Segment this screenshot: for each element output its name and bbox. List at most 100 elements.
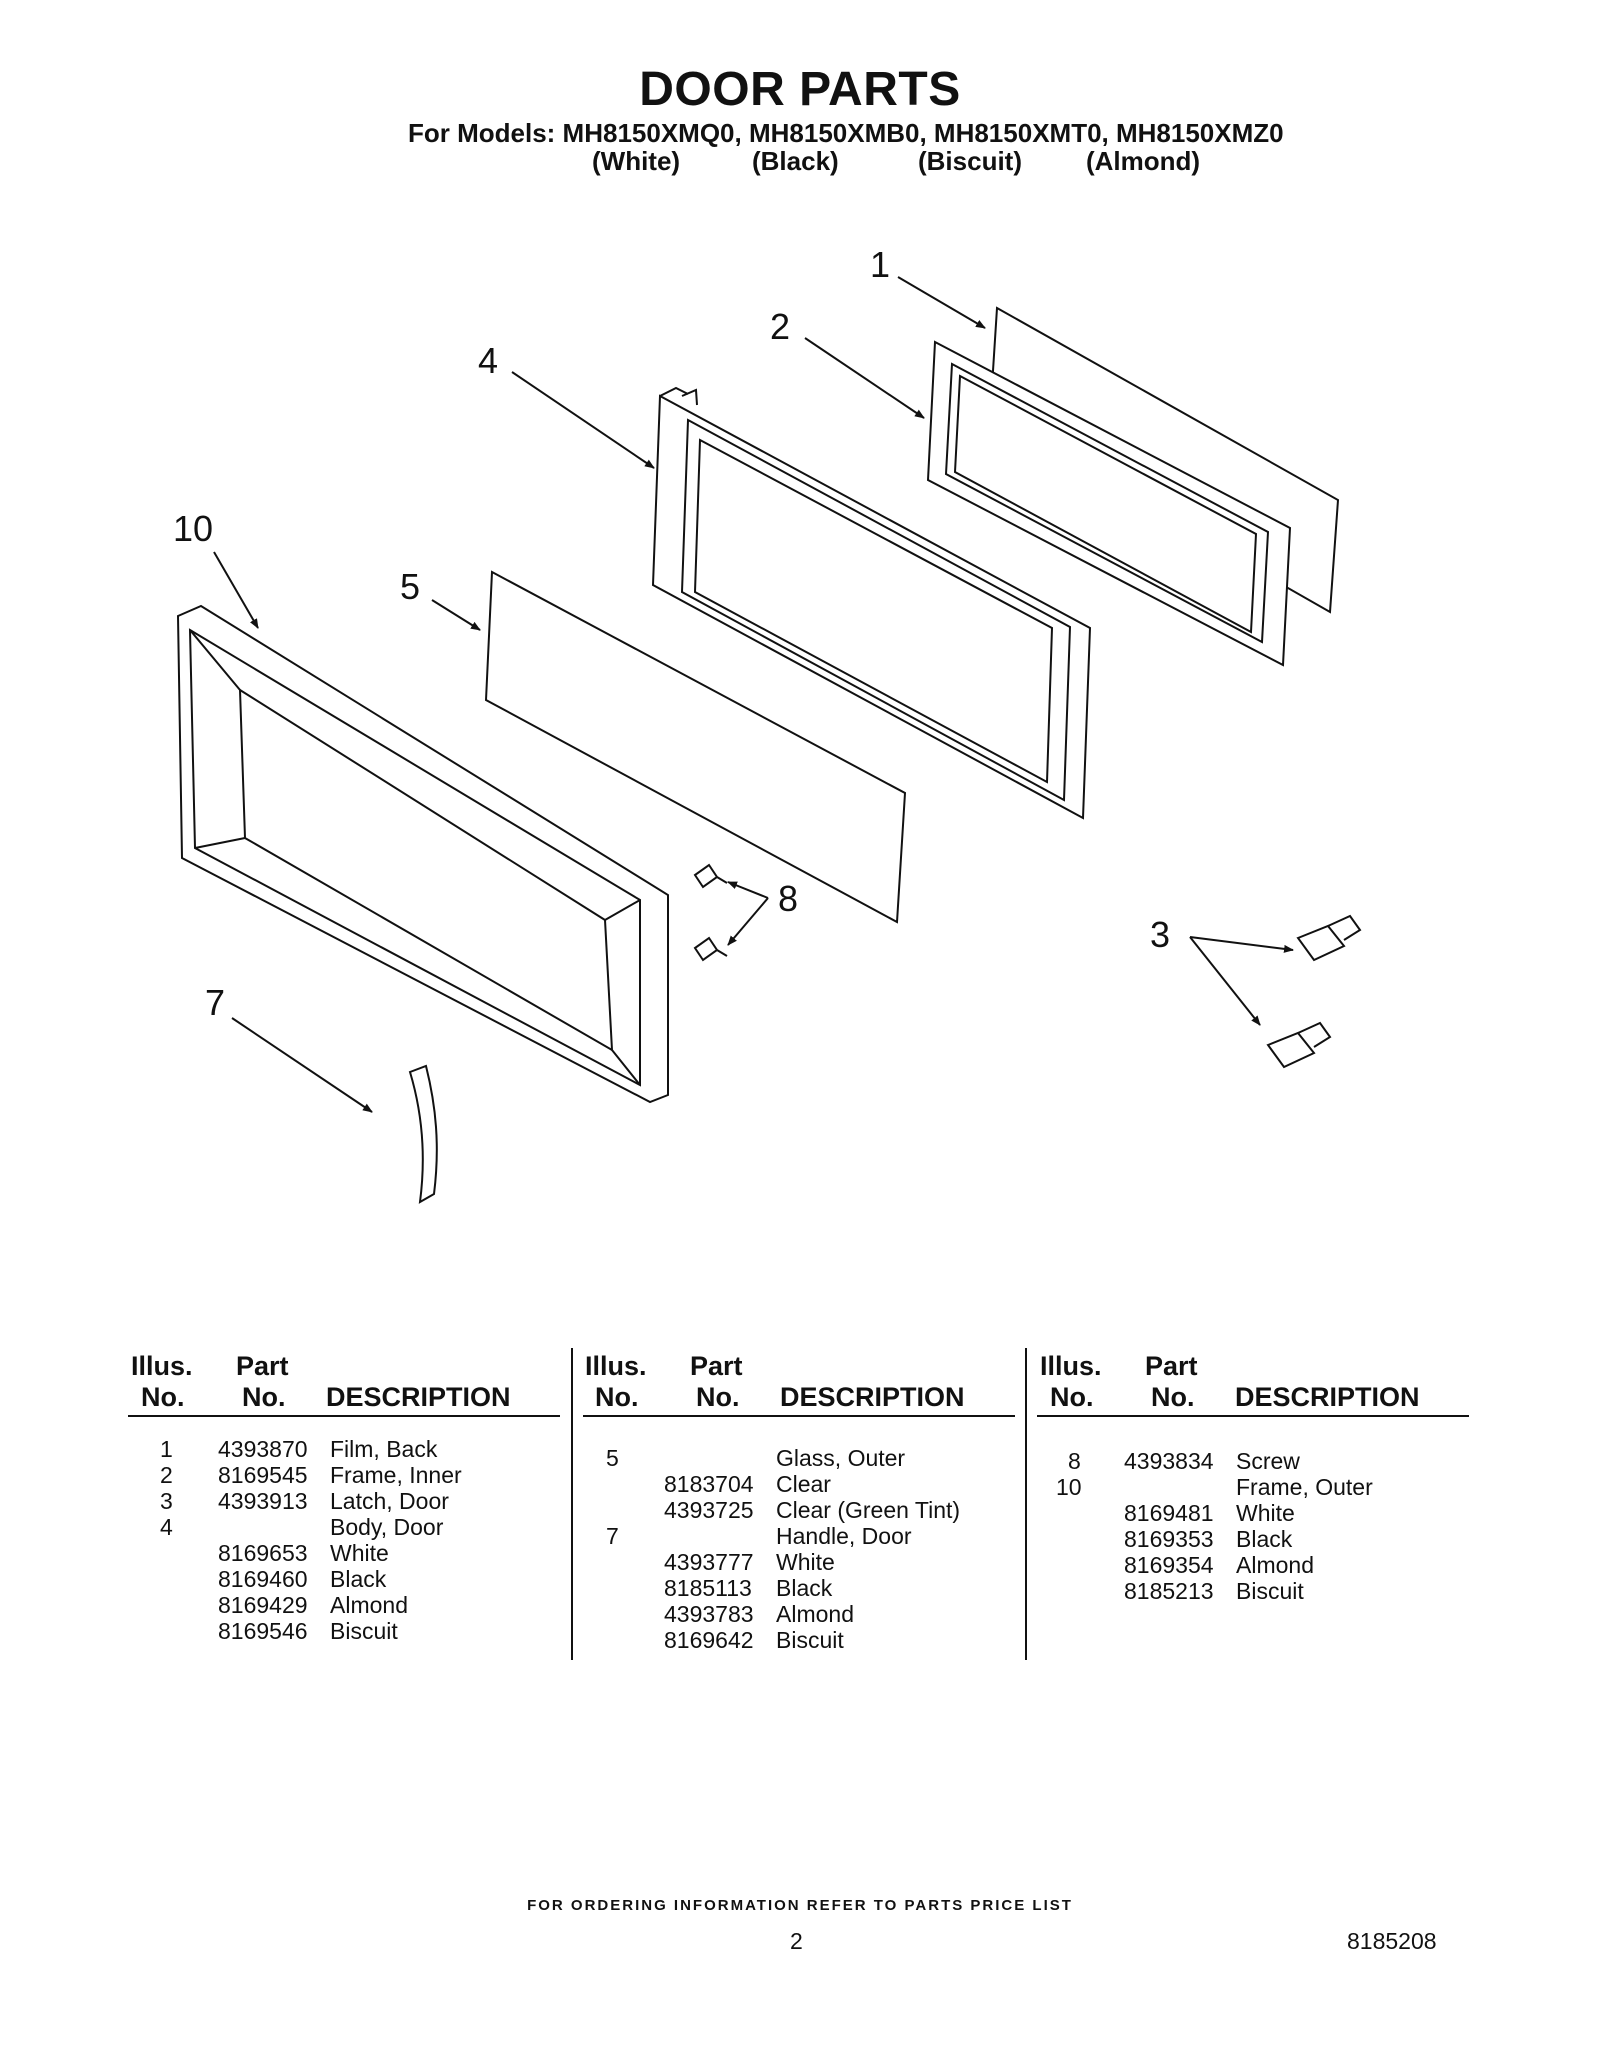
leader-line-3b — [1189, 936, 1261, 1026]
part-4-door-body — [651, 386, 1092, 820]
table-row-desc: Black — [776, 1575, 833, 1601]
column-separator-2 — [1025, 1348, 1027, 1660]
col2-part-header-line1: Part — [690, 1351, 743, 1381]
table-row-part: 8185213 — [1124, 1578, 1214, 1604]
col3-illus-header-line2: No. — [1050, 1382, 1094, 1412]
table-row-illus: 3 — [160, 1488, 173, 1514]
callout-7: 7 — [205, 982, 226, 1023]
table-row-part: 8169546 — [218, 1618, 308, 1644]
table-row-illus: 5 — [606, 1445, 619, 1471]
col1-header-rule — [128, 1415, 560, 1417]
table-row-desc: Black — [330, 1566, 387, 1592]
part-7-door-handle — [408, 1064, 438, 1204]
page-number: 2 — [790, 1928, 803, 1954]
model-color-black: (Black) — [752, 146, 839, 176]
table-row-part: 4393725 — [664, 1497, 754, 1523]
col3-illus-header-line1: Illus. — [1040, 1351, 1102, 1381]
table-row-part: 8169642 — [664, 1627, 754, 1653]
table-row-part: 4393913 — [218, 1488, 308, 1514]
table-row-desc: Handle, Door — [776, 1523, 912, 1549]
table-row-desc: Body, Door — [330, 1514, 444, 1540]
leader-line-3a — [1189, 936, 1294, 953]
col2-illus-header-line2: No. — [595, 1382, 639, 1412]
callout-5: 5 — [400, 566, 421, 607]
table-row-desc: Film, Back — [330, 1436, 438, 1462]
page-title: DOOR PARTS — [639, 63, 961, 116]
part-5-outer-glass — [484, 570, 907, 924]
callout-8: 8 — [778, 878, 799, 919]
table-row-illus: 8 — [1068, 1448, 1081, 1474]
table-row-desc: Clear (Green Tint) — [776, 1497, 961, 1523]
table-row-illus: 10 — [1056, 1474, 1082, 1500]
part-2-inner-frame — [926, 340, 1292, 667]
table-row-desc: Screw — [1236, 1448, 1300, 1474]
exploded-parts-diagram — [176, 276, 1362, 1204]
table-row-desc: Latch, Door — [330, 1488, 449, 1514]
table-row-illus: 1 — [160, 1436, 173, 1462]
callout-2: 2 — [770, 306, 791, 347]
table-row-desc: Biscuit — [330, 1618, 398, 1644]
leader-line-8b — [727, 897, 769, 946]
leader-line-2 — [804, 337, 925, 419]
col2-illus-header-line1: Illus. — [585, 1351, 647, 1381]
table-row-desc: Biscuit — [776, 1627, 844, 1653]
table-row-part: 4393834 — [1124, 1448, 1214, 1474]
model-color-white: (White) — [592, 146, 681, 176]
col3-header-rule — [1037, 1415, 1469, 1417]
table-row-part: 8183704 — [664, 1471, 754, 1497]
ordering-info-note: FOR ORDERING INFORMATION REFER TO PARTS … — [527, 1897, 1073, 1914]
table-row-part: 8169353 — [1124, 1526, 1214, 1552]
callout-10: 10 — [173, 508, 214, 549]
leader-line-1 — [897, 276, 986, 329]
model-color-biscuit: (Biscuit) — [918, 146, 1022, 176]
table-row-illus: 7 — [606, 1523, 619, 1549]
table-row-part: 8169354 — [1124, 1552, 1214, 1578]
table-row-desc: White — [330, 1540, 389, 1566]
table-row-part: 4393783 — [664, 1601, 754, 1627]
table-row-desc: Glass, Outer — [776, 1445, 906, 1471]
document-number: 8185208 — [1347, 1928, 1437, 1954]
table-row-illus: 2 — [160, 1462, 173, 1488]
table-row-part: 8169460 — [218, 1566, 308, 1592]
part-3-latches — [1266, 914, 1362, 1069]
col1-part-header-line1: Part — [236, 1351, 289, 1381]
leader-line-5 — [431, 599, 481, 631]
models-line: For Models: MH8150XMQ0, MH8150XMB0, MH81… — [408, 118, 1284, 148]
col2-description-header: DESCRIPTION — [780, 1382, 965, 1412]
leader-line-7 — [231, 1017, 373, 1113]
leader-line-4 — [511, 371, 655, 469]
table-row-desc: Clear — [776, 1471, 831, 1497]
col3-part-header-line2: No. — [1151, 1382, 1195, 1412]
column-separator-1 — [571, 1348, 573, 1660]
table-row-part: 8169481 — [1124, 1500, 1214, 1526]
part-10-outer-frame — [176, 604, 669, 1104]
table-row-desc: Black — [1236, 1526, 1293, 1552]
callout-1: 1 — [870, 244, 891, 285]
col1-description-header: DESCRIPTION — [326, 1382, 511, 1412]
table-row-desc: Frame, Outer — [1236, 1474, 1373, 1500]
table-row-part: 4393870 — [218, 1436, 308, 1462]
callout-4: 4 — [478, 340, 499, 381]
table-row-desc: Frame, Inner — [330, 1462, 462, 1488]
leader-line-10 — [213, 551, 259, 629]
col1-part-header-line2: No. — [242, 1382, 286, 1412]
leader-line-8a — [727, 881, 769, 899]
table-row-desc: White — [1236, 1500, 1295, 1526]
col1-illus-header-line2: No. — [141, 1382, 185, 1412]
table-row-desc: Almond — [330, 1592, 408, 1618]
part-8-screws — [693, 863, 728, 962]
col2-part-header-line2: No. — [696, 1382, 740, 1412]
model-color-almond: (Almond) — [1086, 146, 1201, 176]
table-row-part: 8169653 — [218, 1540, 308, 1566]
table-row-desc: Almond — [1236, 1552, 1314, 1578]
callout-3: 3 — [1150, 914, 1171, 955]
col1-illus-header-line1: Illus. — [131, 1351, 193, 1381]
table-row-desc: White — [776, 1549, 835, 1575]
table-row-part: 4393777 — [664, 1549, 754, 1575]
col3-part-header-line1: Part — [1145, 1351, 1198, 1381]
table-row-part: 8169429 — [218, 1592, 308, 1618]
table-row-desc: Biscuit — [1236, 1578, 1304, 1604]
table-row-part: 8185113 — [664, 1575, 752, 1601]
table-row-part: 8169545 — [218, 1462, 308, 1488]
table-row-desc: Almond — [776, 1601, 854, 1627]
